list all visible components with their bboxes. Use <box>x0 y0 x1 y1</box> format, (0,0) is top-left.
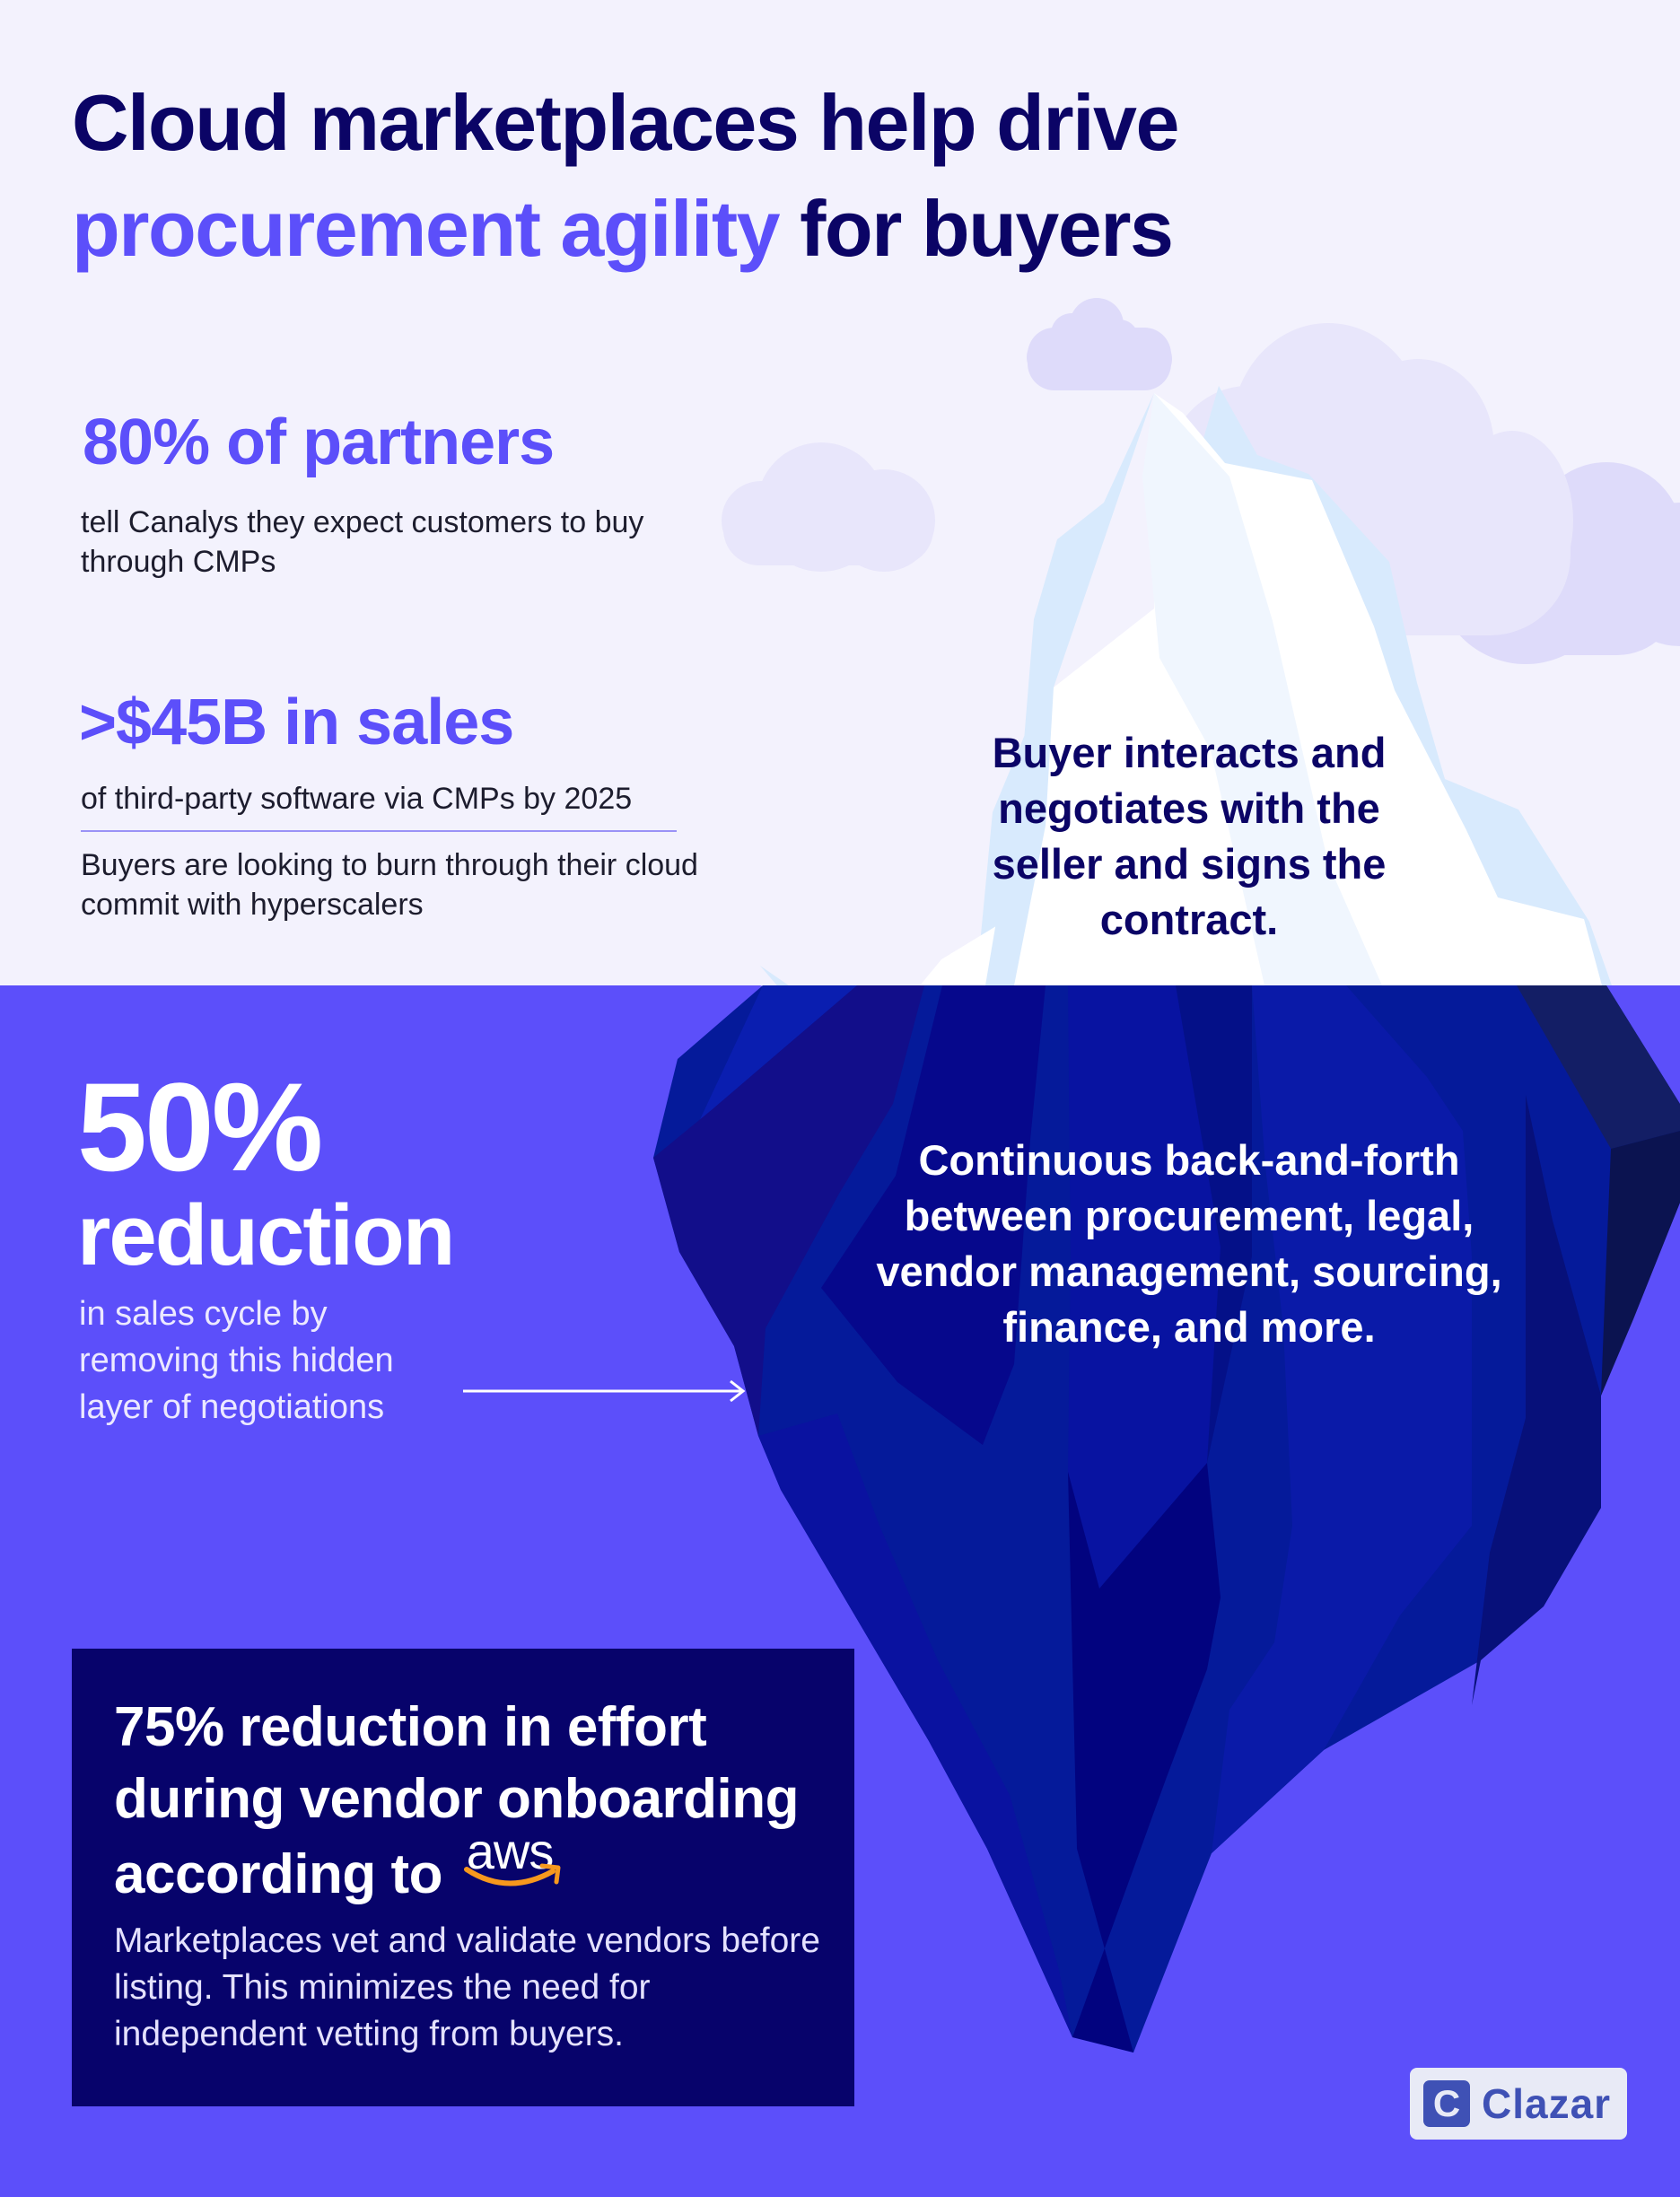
clazar-logo: C Clazar <box>1410 2068 1627 2140</box>
arrow-right-icon <box>463 1379 746 1403</box>
cloud-small-icon <box>1027 298 1172 390</box>
sales-stat-headline: >$45B in sales <box>79 687 514 758</box>
aws-smile-icon <box>463 1863 561 1886</box>
cycle-stat-value: 50% <box>77 1056 323 1197</box>
cloud-left-icon <box>722 442 935 572</box>
aws-logo: aws <box>463 1823 571 1898</box>
cycle-stat-description: in sales cycle by removing this hidden l… <box>79 1295 394 1426</box>
partners-stat-headline: 80% of partners <box>83 407 555 478</box>
effort-stat-box: 75% reduction in effort during vendor on… <box>72 1649 854 2106</box>
clazar-logo-text: Clazar <box>1482 2080 1612 2127</box>
page-title: Cloud marketplaces help drive procuremen… <box>72 70 1179 282</box>
title-rest: for buyers <box>779 184 1174 273</box>
cycle-stat-label: reduction <box>77 1187 455 1283</box>
aws-logo-text: aws <box>466 1823 555 1879</box>
sales-stat-description: of third-party software via CMPs by 2025 <box>81 782 633 816</box>
title-line-1: Cloud marketplaces help drive <box>72 78 1179 167</box>
title-accent: procurement agility <box>72 184 781 273</box>
sales-stat-note: Buyers are looking to burn through their… <box>81 848 698 922</box>
iceberg-tip <box>760 386 1612 1055</box>
partners-stat-description: tell Canalys they expect customers to bu… <box>81 505 644 579</box>
effort-stat-description: Marketplaces vet and validate vendors be… <box>114 1921 820 2053</box>
clazar-logo-mark-icon: C <box>1423 2080 1470 2127</box>
iceberg-tip-text: Buyer interacts and negotiates with the … <box>992 729 1387 943</box>
iceberg-underwater <box>653 985 1680 2053</box>
effort-stat-headline-text: 75% reduction in effort during vendor on… <box>114 1696 799 1905</box>
iceberg-underwater-text: Continuous back-and-forth between procur… <box>876 1136 1502 1351</box>
clazar-logo-mark-letter: C <box>1432 2082 1461 2124</box>
sales-divider <box>81 830 677 832</box>
effort-stat-headline: 75% reduction in effort during vendor on… <box>114 1692 832 1911</box>
